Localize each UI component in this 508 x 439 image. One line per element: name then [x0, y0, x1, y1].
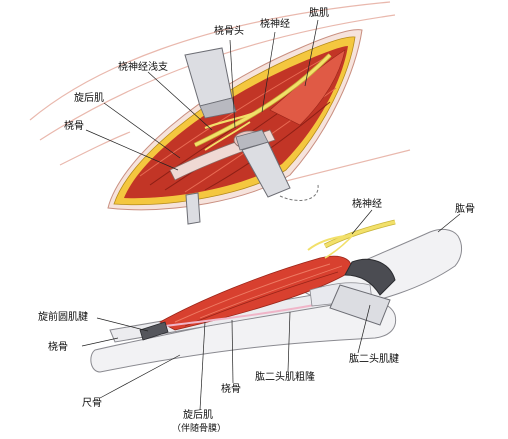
label-superficial-branch: 桡神经浅支 — [118, 62, 168, 73]
retractor-lower-edge — [235, 129, 269, 151]
label-brachialis: 肱肌 — [309, 8, 329, 19]
label-bicipital-tuberosity: 肱二头肌粗隆 — [255, 372, 315, 383]
leader-line — [231, 319, 234, 384]
nerve-branch — [307, 235, 346, 251]
retractor-upper — [184, 47, 233, 107]
skin-contour — [39, 14, 396, 141]
superficial-branch-nerve — [204, 121, 251, 151]
label-radius-top: 桡骨 — [64, 121, 84, 132]
retractor-upper-edge — [199, 97, 237, 119]
skin-contour — [279, 184, 319, 201]
leader-line — [199, 321, 206, 411]
retractor-bottom — [344, 258, 396, 296]
deep-dissection — [90, 219, 463, 373]
leader-line — [261, 31, 276, 113]
label-radius-bottom: 桡骨 — [221, 384, 241, 395]
leader-line — [287, 311, 291, 372]
pronator-clamp — [139, 321, 169, 341]
leader-line — [229, 39, 236, 129]
label-supinator-bottom-sub: （伴随骨膜） — [172, 424, 227, 434]
surgical-exposure — [29, 1, 411, 225]
leader-line — [99, 354, 181, 399]
label-radial-head: 桡骨头 — [214, 26, 244, 37]
label-biceps-tendon: 肱二头肌腱 — [349, 354, 399, 365]
leader-lines — [81, 19, 461, 411]
supinator-muscle — [159, 255, 352, 331]
label-ulna: 尺骨 — [82, 398, 102, 409]
retractor-bottom-plate — [329, 284, 391, 326]
leader-line — [81, 337, 119, 347]
muscle-fiber — [139, 57, 326, 177]
leader-line — [103, 102, 181, 159]
label-radial-nerve-bottom: 桡神经 — [352, 199, 382, 210]
label-radial-nerve-top: 桡神经 — [260, 19, 290, 30]
skin-contour — [59, 131, 131, 166]
nerve-branch — [324, 232, 356, 259]
leader-line — [85, 129, 179, 171]
skin-contour — [29, 1, 391, 121]
leader-line — [437, 213, 461, 233]
label-supinator-top: 旋后肌 — [74, 93, 104, 104]
leader-line — [351, 209, 373, 235]
retractor-small — [185, 192, 201, 225]
label-supinator-bottom: 旋后肌 — [183, 410, 213, 421]
leader-line — [304, 19, 319, 87]
label-humerus: 肱骨 — [455, 204, 475, 215]
muscle-fiber — [184, 271, 339, 327]
muscle-fiber — [199, 265, 343, 319]
muscle-fiber — [174, 263, 331, 323]
leader-line — [96, 317, 149, 332]
leader-line — [357, 304, 371, 354]
radial-nerve-bottom-core — [324, 220, 396, 248]
label-radius-left: 桡骨 — [48, 342, 68, 353]
leader-line — [147, 71, 213, 131]
label-pronator-teres-tendon: 旋前圆肌腱 — [38, 312, 88, 323]
